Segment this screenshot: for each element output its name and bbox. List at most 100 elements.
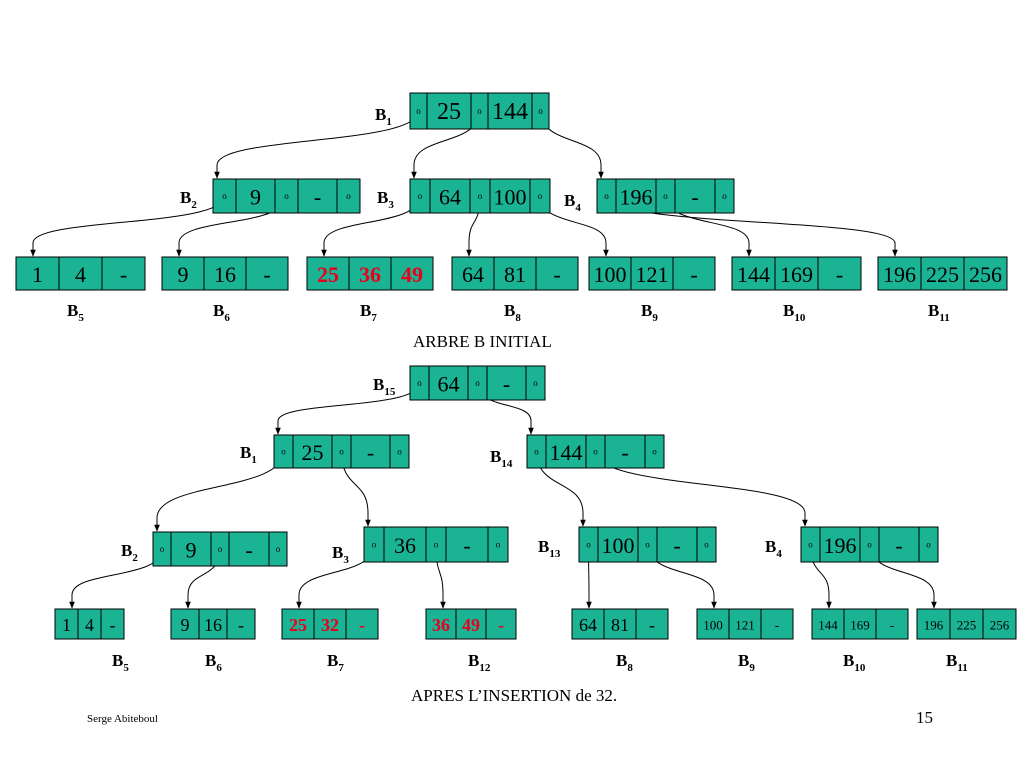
leaf-key-value: 36 [359, 262, 381, 287]
pointer-glyph: o [281, 447, 286, 457]
pointer-glyph: o [496, 540, 501, 550]
leaf-key-value: 256 [990, 618, 1010, 633]
link-b15-to-b1 [275, 382, 420, 435]
key-value: - [621, 440, 628, 465]
key-value: 196 [824, 533, 857, 558]
node-label-b7-after-tree: B7 [327, 651, 344, 674]
leaf-key-cell [455, 608, 487, 640]
node-label-b1-after-tree: B1 [240, 443, 257, 466]
pointer-cell [644, 434, 665, 469]
node-label-b12-after-tree: B12 [468, 651, 491, 674]
key-value: 64 [438, 372, 460, 397]
node-label-b5-after-tree: B5 [112, 651, 129, 674]
leaf-key-value: 256 [969, 262, 1002, 287]
key-value: 36 [394, 533, 416, 558]
leaf-key-value: 9 [178, 262, 189, 287]
pointer-glyph: o [652, 447, 657, 457]
pointer-cell [336, 178, 361, 214]
node-label-b6-after-tree: B6 [205, 651, 222, 674]
leaf-key-value: 25 [289, 615, 307, 635]
key-value: - [673, 533, 680, 558]
pointer-glyph: o [534, 447, 539, 457]
leaf-key-cell [203, 256, 247, 291]
leaf-key-value: 196 [924, 618, 944, 633]
link-b1-to-b4 [540, 110, 604, 179]
node-label-b8-initial-tree: B8 [504, 301, 521, 324]
pointer-cell [487, 526, 509, 563]
pointer-glyph: o [346, 191, 351, 201]
node-label-b9-after-tree: B9 [738, 651, 755, 674]
leaf-key-value: 169 [780, 262, 813, 287]
pointer-glyph: o [160, 544, 165, 554]
leaf-key-cell [306, 256, 350, 291]
pointer-glyph: o [533, 378, 538, 388]
key-cell [429, 178, 471, 214]
leaf-key-cell [425, 608, 457, 640]
key-value: - [503, 372, 510, 397]
pointer-glyph: o [475, 378, 480, 388]
leaf-key-value: 4 [85, 615, 94, 635]
node-label-b13-after-tree: B13 [538, 537, 561, 560]
leaf-key-value: 144 [737, 262, 770, 287]
key-cell [428, 365, 469, 401]
leaf-key-cell [485, 608, 517, 640]
node-label-b14-after-tree: B14 [490, 447, 513, 470]
pointer-glyph: o [397, 447, 402, 457]
key-cell [297, 178, 338, 214]
pointer-glyph: o [276, 544, 281, 554]
leaf-key-value: 32 [321, 615, 339, 635]
leaf-key-cell [672, 256, 716, 291]
leaf-key-value: 9 [181, 615, 190, 635]
pointer-cell [696, 526, 717, 563]
leaf-key-cell [100, 608, 125, 640]
leaf-key-cell [949, 608, 984, 640]
node-label-b4-initial-tree: B4 [564, 191, 581, 214]
pointer-cell [918, 526, 939, 563]
leaf-key-cell [571, 608, 605, 640]
leaf-key-value: - [553, 262, 560, 287]
node-label-b15-after-tree: B15 [373, 375, 396, 398]
leaf-key-value: 4 [75, 262, 86, 287]
key-cell [228, 531, 270, 567]
node-label-b5-initial-tree: B5 [67, 301, 84, 324]
leaf-key-cell [843, 608, 877, 640]
leaf-key-value: 49 [401, 262, 423, 287]
leaf-key-value: 169 [850, 618, 870, 633]
node-label-b2-after-tree: B2 [121, 541, 138, 564]
leaf-key-cell [916, 608, 951, 640]
leaf-key-cell [245, 256, 289, 291]
pointer-cell [389, 434, 410, 469]
leaf-key-value: 100 [594, 262, 627, 287]
caption-after-insertion: APRES L’INSERTION de 32. [411, 686, 618, 705]
leaf-key-value: - [775, 618, 779, 633]
key-value: 100 [602, 533, 635, 558]
leaf-key-cell [728, 608, 762, 640]
pointer-glyph: o [434, 540, 439, 550]
leaf-key-value: 16 [204, 615, 222, 635]
footer-page-number: 15 [916, 708, 933, 727]
key-cell [292, 434, 333, 469]
leaf-key-cell [226, 608, 256, 640]
pointer-glyph: o [222, 191, 227, 201]
key-value: 25 [437, 99, 461, 125]
key-value: 9 [186, 538, 197, 563]
key-cell [350, 434, 391, 469]
leaf-key-value: 144 [818, 618, 838, 633]
node-label-b11-initial-tree: B11 [928, 301, 950, 324]
leaf-key-cell [774, 256, 819, 291]
leaf-key-value: 81 [611, 615, 629, 635]
pointer-glyph: o [722, 191, 727, 201]
pointer-glyph: o [372, 540, 377, 550]
leaf-key-value: 196 [883, 262, 916, 287]
link-b2-to-b5 [69, 548, 163, 609]
